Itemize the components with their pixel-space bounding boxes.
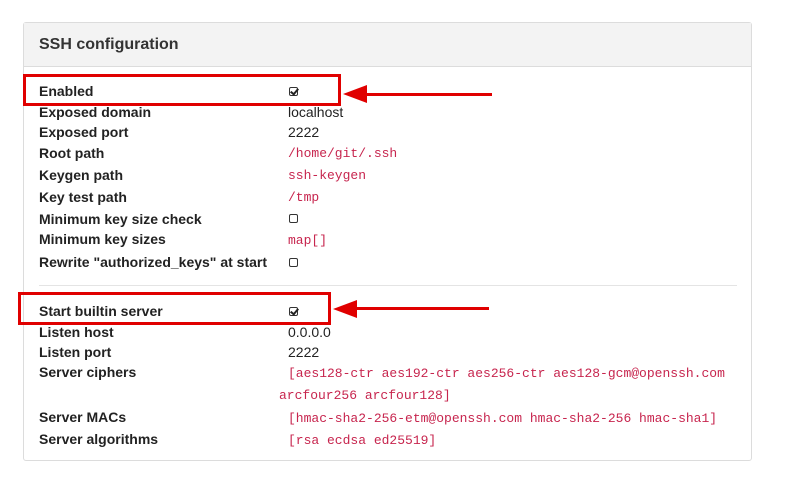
label-start-builtin-server: Start builtin server — [39, 303, 163, 319]
value-min-key-sizes: map[] — [288, 233, 328, 248]
arrow-line-enabled — [365, 93, 492, 96]
value-exposed-port: 2222 — [288, 124, 320, 140]
label-exposed-port: Exposed port — [39, 124, 129, 140]
arrow-line-start-builtin-server — [355, 307, 489, 310]
label-server-macs: Server MACs — [39, 409, 127, 425]
label-server-algorithms: Server algorithms — [39, 431, 159, 447]
label-listen-port: Listen port — [39, 344, 112, 360]
label-exposed-domain: Exposed domain — [39, 104, 152, 120]
label-key-test-path: Key test path — [39, 189, 127, 205]
value-server-ciphers-line2: arcfour256 arcfour128] — [279, 388, 451, 403]
checkbox-rewrite-authorized-keys-icon — [289, 258, 298, 267]
label-server-ciphers: Server ciphers — [39, 364, 137, 380]
arrow-head-icon-enabled — [343, 85, 367, 103]
value-listen-host: 0.0.0.0 — [288, 324, 331, 340]
checkbox-enabled-checked-icon — [289, 87, 298, 96]
value-listen-port: 2222 — [288, 344, 320, 360]
label-root-path: Root path — [39, 145, 105, 161]
value-key-test-path: /tmp — [288, 190, 320, 205]
section-divider — [39, 285, 737, 286]
highlight-box-enabled — [23, 74, 341, 106]
label-keygen-path: Keygen path — [39, 167, 124, 183]
checkbox-start-builtin-server-checked-icon — [289, 307, 298, 316]
label-listen-host: Listen host — [39, 324, 114, 340]
value-exposed-domain: localhost — [288, 104, 344, 120]
label-rewrite-authorized-keys: Rewrite "authorized_keys" at start — [39, 254, 268, 270]
value-keygen-path: ssh-keygen — [288, 168, 367, 183]
panel-title: SSH configuration — [24, 23, 751, 67]
highlight-box-start-builtin-server — [18, 292, 331, 325]
label-min-key-sizes: Minimum key sizes — [39, 231, 166, 247]
value-server-macs: [hmac-sha2-256-etm@openssh.com hmac-sha2… — [288, 411, 718, 426]
value-server-algorithms: [rsa ecdsa ed25519] — [288, 433, 437, 448]
arrow-head-icon-start-builtin-server — [333, 300, 357, 318]
label-min-key-size-check: Minimum key size check — [39, 211, 202, 227]
value-root-path: /home/git/.ssh — [288, 146, 398, 161]
checkbox-min-key-size-check-icon — [289, 214, 298, 223]
value-server-ciphers-line1: [aes128-ctr aes192-ctr aes256-ctr aes128… — [288, 366, 725, 381]
label-enabled: Enabled — [39, 83, 94, 99]
